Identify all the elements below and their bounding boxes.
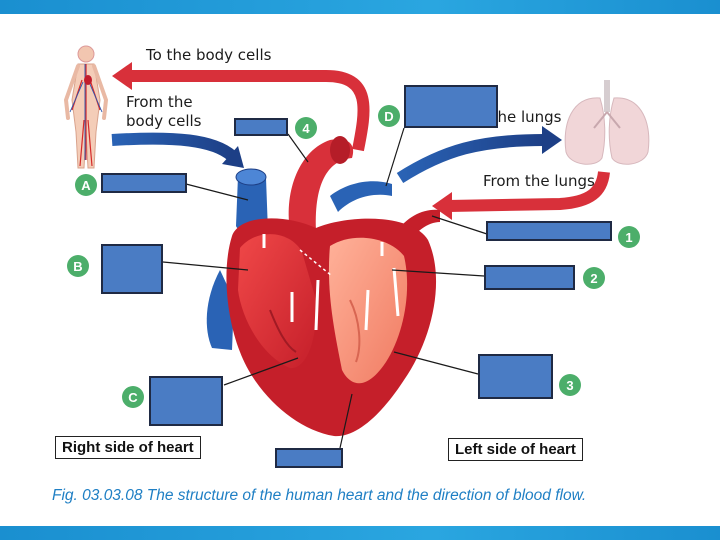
marker-d-text: D <box>384 109 393 124</box>
from-body-cells-arrowhead <box>222 146 244 168</box>
leader-1 <box>431 215 488 235</box>
blank-box-3[interactable] <box>478 354 553 399</box>
left-side-label: Left side of heart <box>448 438 583 461</box>
blank-box-bottom[interactable] <box>275 448 343 468</box>
marker-1: 1 <box>618 226 640 248</box>
marker-c-text: C <box>128 390 138 405</box>
to-lungs-arrow <box>396 134 545 184</box>
right-side-label: Right side of heart <box>55 436 201 459</box>
bottom-accent-bar <box>0 526 720 540</box>
marker-4: 4 <box>295 117 317 139</box>
heart-illustration <box>206 136 440 437</box>
to-body-cells-arrowhead <box>112 62 132 90</box>
figure-caption: Fig. 03.03.08 The structure of the human… <box>52 487 587 504</box>
leader-c <box>223 357 299 386</box>
leader-2 <box>391 269 485 277</box>
marker-3: 3 <box>559 374 581 396</box>
from-body-cells-arrow <box>111 132 236 161</box>
from-lungs-label: From the lungs <box>483 172 595 190</box>
blank-box-1[interactable] <box>486 221 612 241</box>
blank-box-2[interactable] <box>484 265 575 290</box>
blank-box-c[interactable] <box>149 376 223 426</box>
blank-box-b[interactable] <box>101 244 163 294</box>
leader-4 <box>287 133 309 163</box>
blank-box-4[interactable] <box>234 118 288 136</box>
marker-c: C <box>122 386 144 408</box>
to-body-cells-arrow <box>128 70 370 152</box>
from-body-cells-label-line2: body cells <box>126 112 202 130</box>
from-body-cells-label-line1: From the <box>126 93 193 111</box>
leader-d <box>385 127 405 187</box>
leader-3 <box>393 351 479 375</box>
to-lungs-arrowhead <box>542 126 562 154</box>
top-accent-bar <box>0 0 720 14</box>
leader-bottom <box>339 393 353 449</box>
human-body-figure <box>63 45 109 169</box>
leader-b <box>162 261 249 271</box>
blank-box-a[interactable] <box>101 173 187 193</box>
marker-2: 2 <box>583 267 605 289</box>
marker-a-text: A <box>81 178 91 193</box>
marker-b: B <box>67 255 89 277</box>
from-lungs-arrowhead <box>432 192 452 220</box>
lungs-figure <box>564 80 650 165</box>
marker-d: D <box>378 105 400 127</box>
from-lungs-arrow <box>447 171 610 212</box>
marker-b-text: B <box>73 259 82 274</box>
marker-2-text: 2 <box>590 271 597 286</box>
to-body-cells-label: To the body cells <box>145 46 272 64</box>
marker-3-text: 3 <box>566 378 573 393</box>
leader-lines <box>162 127 488 449</box>
blank-box-d[interactable] <box>404 85 498 128</box>
marker-1-text: 1 <box>625 230 632 245</box>
leader-a <box>185 183 249 201</box>
marker-a: A <box>75 174 97 196</box>
marker-4-text: 4 <box>302 121 310 136</box>
